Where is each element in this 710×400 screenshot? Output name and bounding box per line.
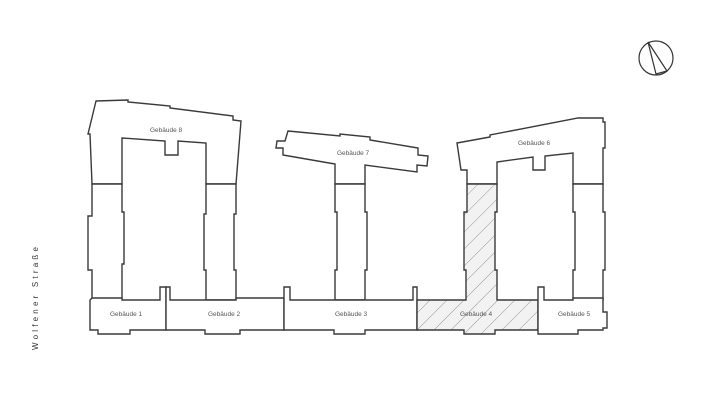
wing-g7 [334,183,368,301]
north-arrow-icon [638,40,674,76]
building-label-3: Gebäude 3 [335,311,368,318]
building-label-2: Gebäude 2 [208,311,241,318]
wing-left-outer [87,183,237,301]
building-label-4: Gebäude 4 [460,311,493,318]
building-label-8: Gebäude 8 [150,127,183,134]
building-4[interactable] [416,183,539,335]
building-label-1: Gebäude 1 [110,311,143,318]
building-label-6: Gebäude 6 [518,140,551,147]
building-label-5: Gebäude 5 [558,311,591,318]
building-1[interactable] [89,286,167,335]
building-label-7: Gebäude 7 [337,150,370,157]
building-7[interactable] [275,130,429,185]
building-8[interactable] [87,99,242,185]
building-6[interactable] [456,117,606,185]
street-label: Wolfener Straße [31,243,40,350]
building-5[interactable] [537,286,608,335]
wing-right [572,183,606,301]
building-3[interactable] [283,286,418,335]
